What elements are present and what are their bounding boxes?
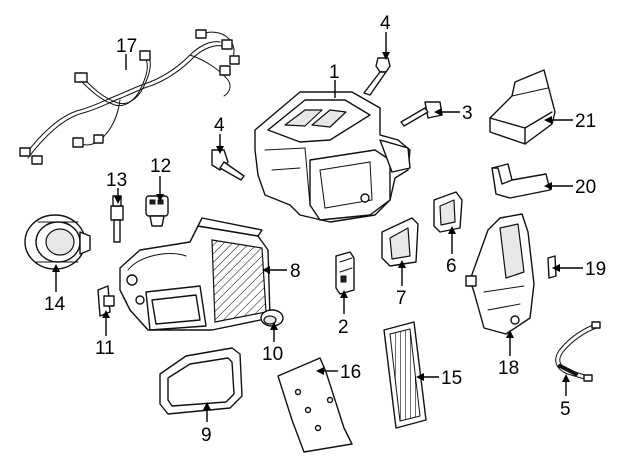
door-actuator bbox=[335, 251, 355, 295]
callout-4-upper: 4 bbox=[380, 13, 391, 34]
callout-20: 20 bbox=[575, 177, 596, 198]
blower-motor bbox=[24, 214, 91, 270]
grommet bbox=[260, 309, 284, 327]
seal-gasket bbox=[159, 347, 243, 415]
retainer-clip bbox=[97, 285, 115, 317]
air-outlet-door bbox=[381, 217, 419, 267]
callout-19: 19 bbox=[585, 259, 606, 280]
callout-6: 6 bbox=[446, 256, 457, 277]
hvac-case bbox=[254, 91, 411, 223]
callout-14: 14 bbox=[44, 294, 66, 315]
callout-13: 13 bbox=[106, 170, 127, 191]
actuator-lever-left bbox=[211, 149, 245, 181]
leader-lines bbox=[52, 32, 583, 422]
wiring-harness bbox=[19, 29, 240, 165]
callout-2: 2 bbox=[338, 317, 349, 338]
cabin-filter bbox=[383, 321, 427, 429]
callout-21: 21 bbox=[575, 111, 596, 132]
callout-7: 7 bbox=[396, 288, 407, 309]
callout-labels: 1 2 3 4 4 5 6 7 8 9 10 11 12 13 14 15 16… bbox=[44, 13, 606, 446]
callout-1: 1 bbox=[329, 62, 340, 83]
callout-15: 15 bbox=[441, 368, 462, 389]
actuator-rod-upper bbox=[363, 57, 391, 96]
callout-18: 18 bbox=[498, 358, 519, 379]
callout-5: 5 bbox=[560, 399, 571, 420]
callout-17: 17 bbox=[116, 36, 137, 57]
mounting-bracket bbox=[277, 357, 353, 453]
blower-resistor bbox=[145, 195, 169, 227]
evaporator-case bbox=[465, 213, 535, 335]
callout-4-left: 4 bbox=[214, 115, 225, 136]
callout-10: 10 bbox=[262, 344, 283, 365]
temp-sensor bbox=[400, 101, 443, 127]
temp-probe bbox=[110, 195, 124, 243]
callout-3: 3 bbox=[462, 103, 473, 124]
air-duct-elbow bbox=[491, 163, 551, 199]
callout-8: 8 bbox=[290, 261, 301, 282]
callout-9: 9 bbox=[201, 425, 212, 446]
callout-11: 11 bbox=[95, 338, 115, 359]
blower-housing bbox=[119, 217, 271, 331]
air-duct-upper bbox=[489, 69, 556, 145]
hose-clip bbox=[547, 255, 557, 279]
refrigerant-pipe bbox=[555, 321, 601, 382]
callout-16: 16 bbox=[340, 362, 361, 383]
callout-12: 12 bbox=[150, 156, 171, 177]
vent-flap bbox=[433, 191, 463, 233]
